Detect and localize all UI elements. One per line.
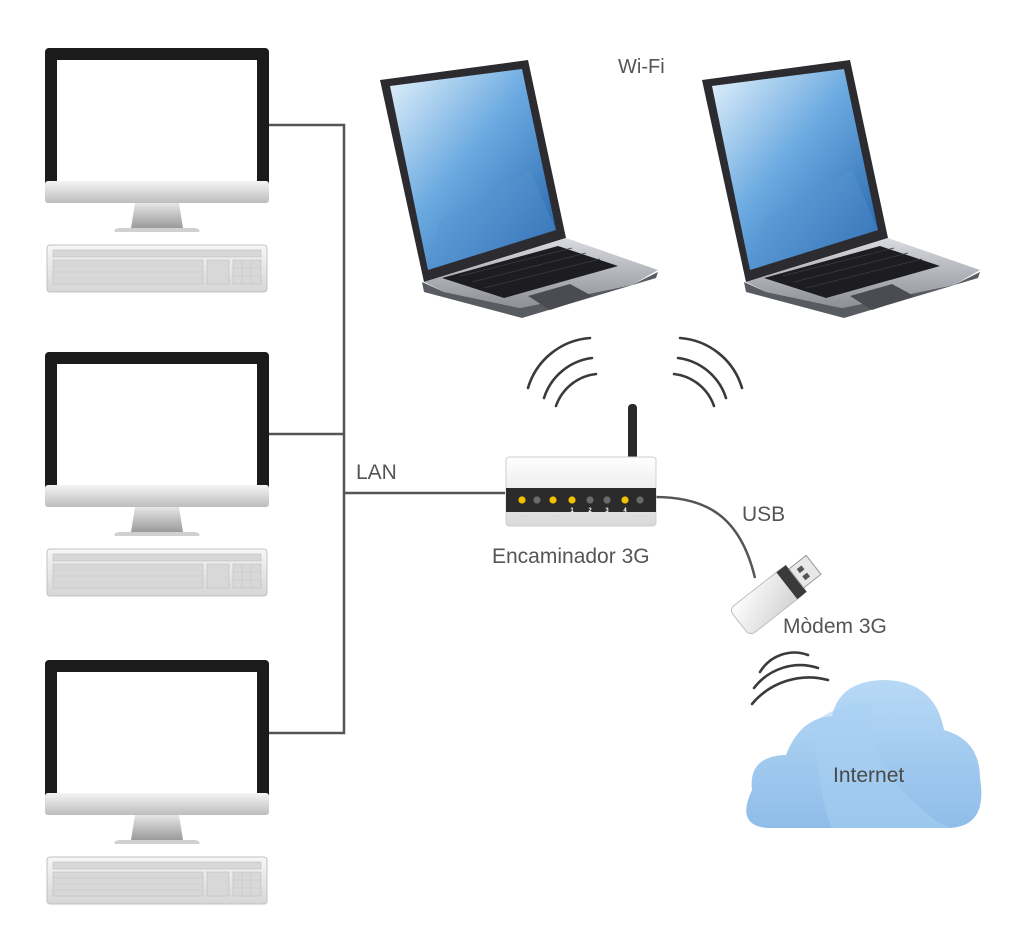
wifi-label: Wi-Fi [618, 56, 665, 78]
desktop-computer-3 [44, 659, 270, 905]
router-label: Encaminador 3G [492, 545, 650, 568]
modem-label: Mòdem 3G [783, 615, 887, 638]
router-port-3: 3 [605, 508, 609, 514]
lan-cable-desktop-1 [268, 123, 346, 735]
router-3g: 1 2 3 4 [505, 404, 657, 527]
router-port-2: 2 [588, 508, 592, 514]
internet-label: Internet [833, 764, 905, 787]
usb-modem-3g [730, 554, 822, 635]
router-port-1: 1 [570, 508, 574, 514]
laptop-2 [701, 59, 981, 319]
lan-cables [268, 123, 505, 735]
cellular-signal-icon [750, 651, 830, 706]
desktop-computer-2 [44, 351, 270, 597]
wifi-signal-icon [526, 336, 744, 408]
internet-cloud [746, 680, 982, 828]
router-port-4: 4 [623, 508, 627, 514]
lan-label: LAN [356, 461, 397, 484]
laptop-1 [379, 59, 659, 319]
desktop-computer-1 [44, 47, 270, 293]
usb-cable [654, 495, 757, 579]
usb-label: USB [742, 503, 786, 526]
